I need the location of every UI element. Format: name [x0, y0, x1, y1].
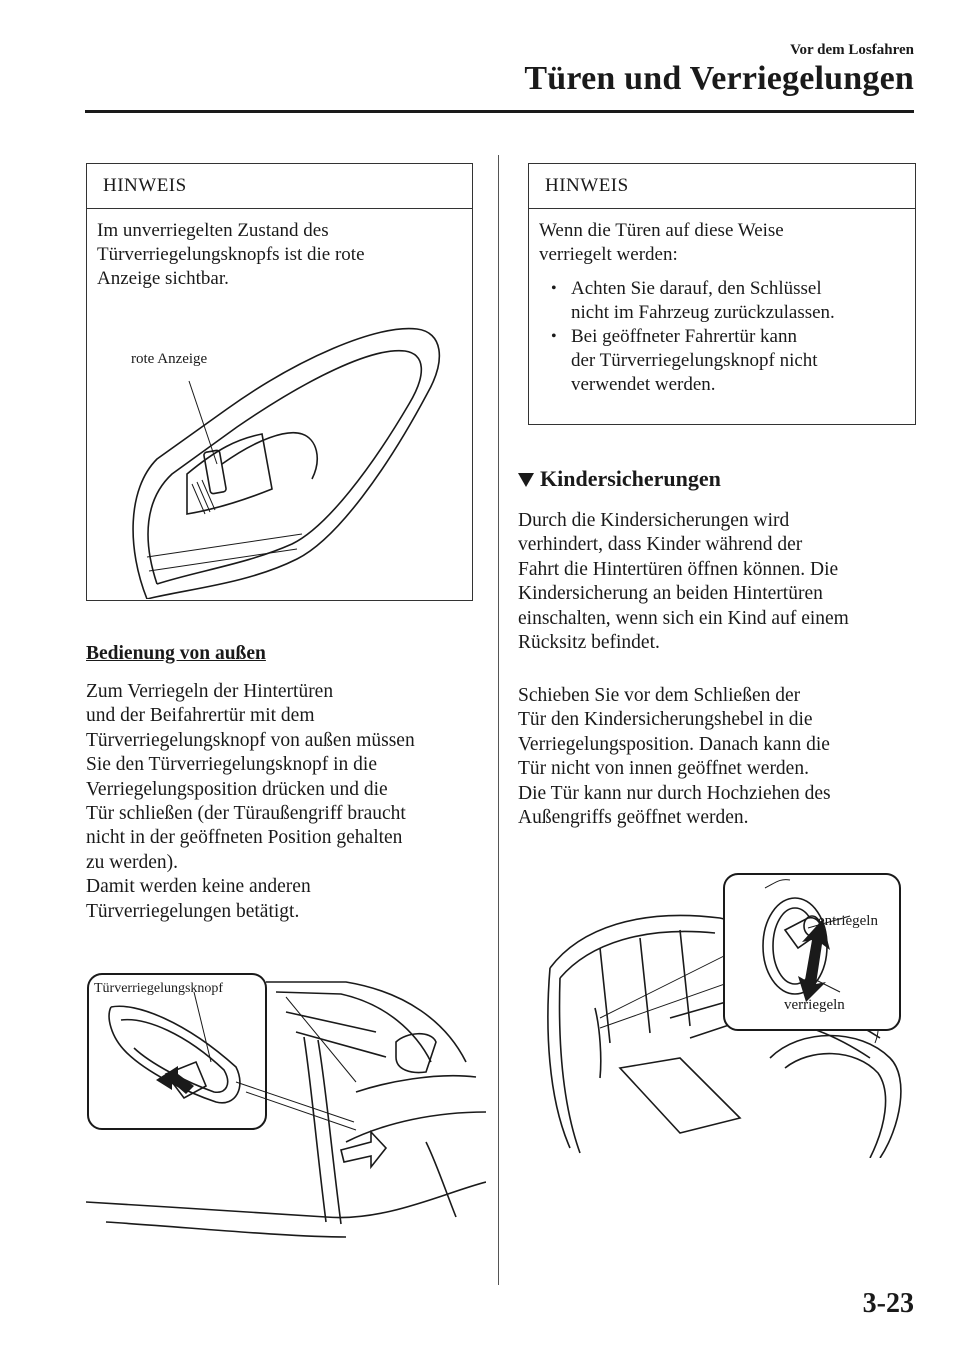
note-heading: HINWEIS [87, 164, 472, 209]
text-line: Durch die Kindersicherungen wird [518, 510, 790, 531]
text-line: Die Tür kann nur durch Hochziehen des [518, 782, 831, 804]
outside-operation-heading: Bedienung von außen [86, 643, 266, 664]
unlock-label: entriegeln [818, 913, 878, 929]
note-line: Türverriegelungsknopfs ist die rote [97, 244, 365, 265]
note-bullet-list: Achten Sie darauf, den Schlüssel nicht i… [539, 277, 905, 397]
note-line: verriegelt werden: [539, 244, 678, 265]
note-text: Wenn die Türen auf diese Weise verriegel… [529, 209, 915, 397]
bullet-line: Achten Sie darauf, den Schlüssel [571, 278, 822, 299]
child-lock-illustration [547, 873, 902, 1158]
note-bullet: Bei geöffneter Fahrertür kann der Türver… [539, 325, 905, 397]
text-line: Kindersicherung an beiden Hintertüren [518, 583, 823, 605]
bullet-line: Bei geöffneter Fahrertür kann [571, 326, 797, 347]
text-line: verhindert, dass Kinder während der [518, 534, 803, 556]
text-line: Verriegelungsposition. Danach kann die [518, 733, 830, 755]
door-lock-knob-label: Türverriegelungsknopf [94, 981, 224, 996]
text-line: Schieben Sie vor dem Schließen der [518, 685, 801, 706]
door-handle-illustration [132, 327, 441, 599]
bullet-line: nicht im Fahrzeug zurückzulassen. [571, 302, 835, 323]
text-line: Verriegelungsposition drücken und die [86, 778, 388, 800]
text-line: Tür schließen (der Türaußengriff braucht [86, 803, 406, 825]
header-rule [85, 110, 914, 113]
text-line: und der Beifahrertür mit dem [86, 705, 315, 727]
text-line: Außengriffs geöffnet werden. [518, 807, 749, 829]
text-line: zu werden). [86, 851, 179, 873]
lock-label: verriegeln [784, 997, 845, 1013]
text-line: Sie den Türverriegelungsknopf in die [86, 754, 377, 776]
child-locks-heading: Kindersicherungen [518, 466, 721, 492]
note-line: Im unverriegelten Zustand des [97, 220, 329, 241]
exterior-door-illustration [86, 973, 486, 1238]
text-line: Damit werden keine anderen [86, 876, 311, 898]
child-locks-heading-text: Kindersicherungen [540, 466, 721, 491]
child-locks-para-2: Schieben Sie vor dem Schließen der Tür d… [518, 684, 938, 830]
text-line: Türverriegelungen betätigt. [86, 900, 300, 922]
text-line: nicht in der geöffneten Position gehalte… [86, 827, 403, 849]
note-heading: HINWEIS [529, 164, 915, 209]
child-locks-para-1: Durch die Kindersicherungen wird verhind… [518, 509, 938, 655]
note-line: Wenn die Türen auf diese Weise [539, 220, 784, 241]
right-note-box: HINWEIS Wenn die Türen auf diese Weise v… [528, 163, 916, 425]
text-line: Rücksitz befindet. [518, 632, 660, 654]
bullet-line: verwendet werden. [571, 374, 716, 395]
red-indicator-label: rote Anzeige [131, 351, 208, 367]
text-line: einschalten, wenn sich ein Kind auf eine… [518, 607, 849, 629]
page-number: 3-23 [862, 1288, 914, 1319]
bullet-line: der Türverriegelungsknopf nicht [571, 350, 818, 371]
text-line: Türverriegelungsknopf von außen müssen [86, 729, 415, 751]
note-text: Im unverriegelten Zustand des Türverrieg… [87, 209, 472, 291]
section-label: Vor dem Losfahren [790, 42, 914, 58]
text-line: Zum Verriegeln der Hintertüren [86, 681, 334, 702]
page-title: Türen und Verriegelungen [524, 60, 914, 97]
text-line: Fahrt die Hintertüren öffnen können. Die [518, 558, 839, 580]
section-triangle-icon [518, 473, 534, 487]
note-line: Anzeige sichtbar. [97, 268, 229, 289]
text-line: Tür den Kindersicherungshebel in die [518, 709, 813, 731]
text-line: Tür nicht von innen geöffnet werden. [518, 758, 809, 780]
outside-operation-text: Zum Verriegeln der Hintertüren und der B… [86, 680, 486, 924]
left-note-box: HINWEIS Im unverriegelten Zustand des Tü… [86, 163, 473, 601]
note-bullet: Achten Sie darauf, den Schlüssel nicht i… [539, 277, 905, 325]
column-divider [498, 155, 499, 1285]
